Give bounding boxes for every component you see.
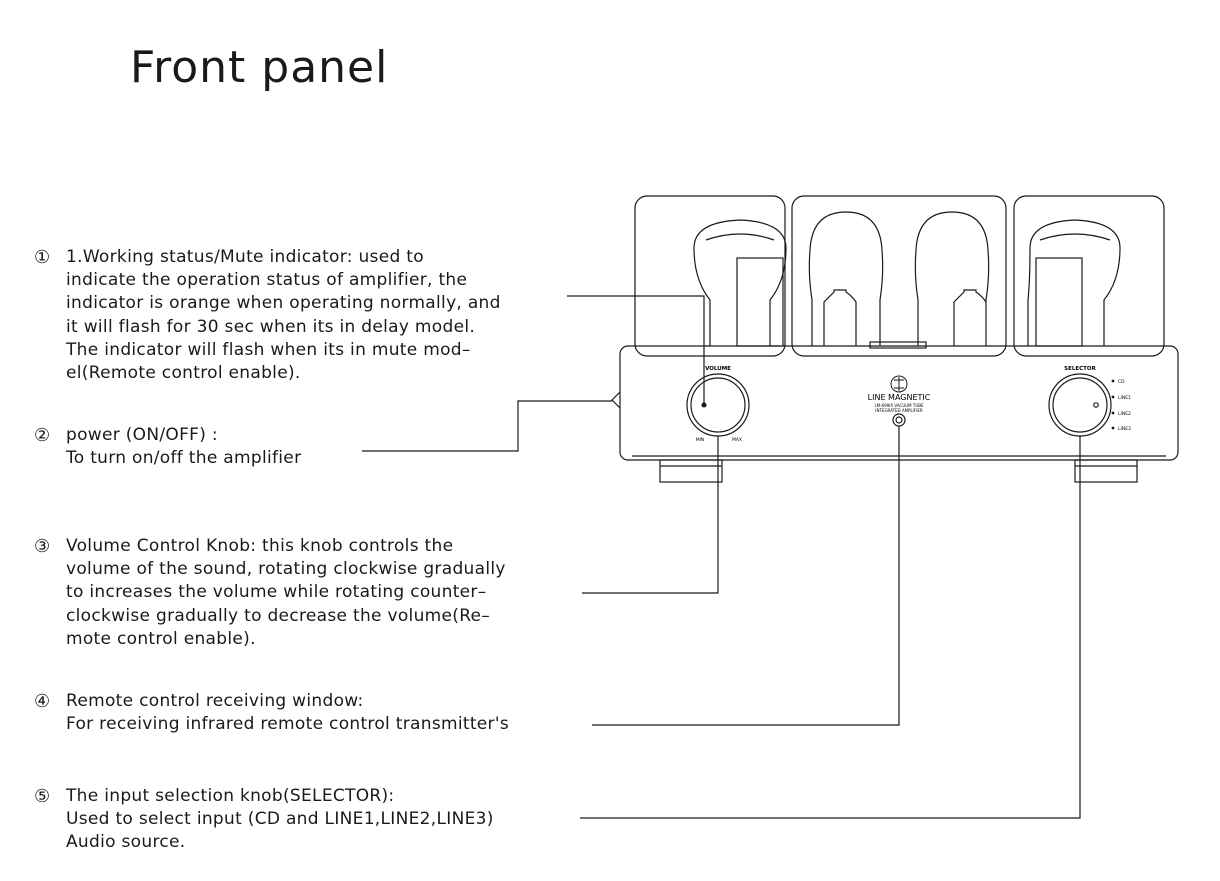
leader-line-4 <box>592 426 900 726</box>
callout-text-line: indicator is orange when operating norma… <box>66 293 501 314</box>
callout-text-line: For receiving infrared remote control tr… <box>66 714 509 735</box>
leader-line-3 <box>582 436 719 594</box>
callout-number: ② <box>34 425 51 446</box>
leader-line-2 <box>362 400 612 452</box>
left-tube <box>693 219 787 347</box>
callout-text-line: Audio source. <box>66 832 186 853</box>
remote-window <box>892 413 906 427</box>
indicator-led <box>701 402 707 408</box>
callout-text-line: 1.Working status/Mute indicator: used to <box>66 247 424 267</box>
callout-number: ③ <box>34 536 51 557</box>
input-label-line2: LINE2 <box>1118 411 1131 417</box>
callout-text-line: clockwise gradually to decrease the volu… <box>66 605 491 626</box>
selector-knob-outer <box>1048 373 1112 437</box>
callout-text-line: Volume Control Knob: this knob controls … <box>66 536 454 556</box>
left-tube-cage <box>634 195 786 357</box>
right-foot <box>1074 459 1138 483</box>
right-tube <box>1027 219 1121 347</box>
center-tube-right <box>914 211 990 346</box>
input-label-cd: CD <box>1118 379 1125 385</box>
callout-text-line: mote control enable). <box>66 628 256 649</box>
model-line-1: LM-699IA VACUUM TUBE <box>874 403 924 408</box>
volume-max-label: MAX <box>732 437 742 443</box>
callout-text-line: to increases the volume while rotating c… <box>66 582 487 603</box>
leader-line-5 <box>580 436 1081 819</box>
callout-text-line: volume of the sound, rotating clockwise … <box>66 559 506 580</box>
model-line-2: INTEGRATED AMPLIFIER <box>875 408 923 413</box>
callout-text-line: The input selection knob(SELECTOR): <box>66 786 395 806</box>
callout-selector-knob: ⑤ The input selection knob(SELECTOR): Us… <box>34 785 494 855</box>
input-label-line3: LINE3 <box>1118 426 1131 432</box>
callout-text-line: To turn on/off the amplifier <box>66 448 302 469</box>
volume-knob-inner <box>690 377 746 433</box>
callout-number: ① <box>34 247 51 268</box>
callout-power: ② power (ON/OFF) : To turn on/off the am… <box>34 424 301 470</box>
selector-knob-inner <box>1052 377 1108 433</box>
callout-text-line: power (ON/OFF) : <box>66 425 218 445</box>
right-tube-cage <box>1013 195 1165 357</box>
brand-logo <box>890 375 908 393</box>
selector-label: SELECTOR <box>1064 366 1096 372</box>
callout-volume-knob: ③ Volume Control Knob: this knob control… <box>34 535 506 651</box>
callout-number: ⑤ <box>34 786 51 807</box>
center-tube-left <box>808 211 884 346</box>
callout-remote-window: ④ Remote control receiving window: For r… <box>34 690 509 736</box>
callout-text-line: Used to select input (CD and LINE1,LINE2… <box>66 809 494 830</box>
callout-text-line: indicate the operation status of amplifi… <box>66 270 468 291</box>
brand-name: LINE MAGNETIC <box>868 393 931 402</box>
power-switch <box>611 391 621 409</box>
volume-min-label: MIN <box>696 437 705 443</box>
callout-text-line: Remote control receiving window: <box>66 691 364 711</box>
callout-text-line: The indicator will flash when its in mut… <box>66 339 471 360</box>
leader-line-1 <box>567 295 705 403</box>
center-tube-cage <box>791 195 1007 357</box>
volume-knob-outer <box>686 373 750 437</box>
page-title: Front panel <box>130 42 389 93</box>
input-label-line1: LINE1 <box>1118 395 1131 401</box>
callout-number: ④ <box>34 691 51 712</box>
input-indicator-dots <box>1111 379 1115 430</box>
callout-text-line: el(Remote control enable). <box>66 363 301 384</box>
left-foot <box>659 459 723 483</box>
volume-label: VOLUME <box>705 366 731 372</box>
callout-text-line: it will flash for 30 sec when its in del… <box>66 316 476 337</box>
callout-indicator: ① 1.Working status/Mute indicator: used … <box>34 246 501 385</box>
